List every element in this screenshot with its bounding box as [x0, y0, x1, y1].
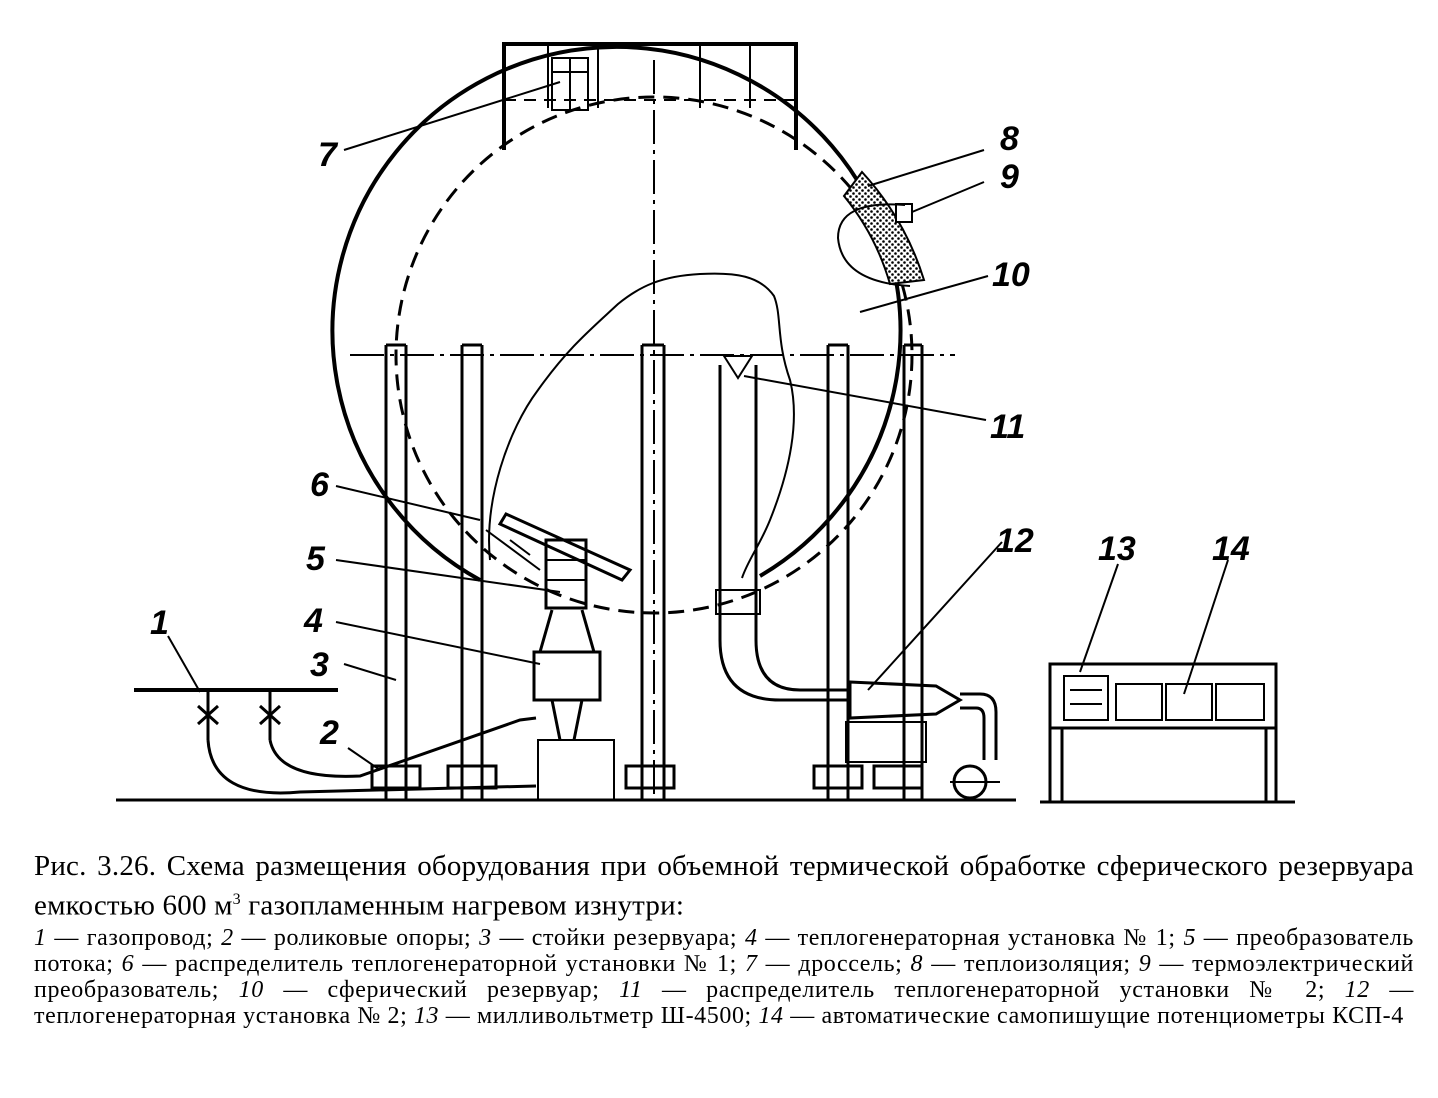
legend-number: 14 — [758, 1002, 784, 1029]
legend-number: 13 — [413, 1002, 440, 1029]
callout-14: 14 — [1212, 530, 1250, 568]
potentiometer-3 — [1215, 683, 1265, 721]
legend-text: — преобразователь потока; — [34, 924, 1414, 977]
callout-1: 1 — [150, 604, 169, 642]
instrument-cabinet — [1048, 662, 1278, 730]
caption-title: Рис. 3.26. Схема размещения оборудования… — [34, 850, 1414, 923]
callout-7: 7 — [318, 136, 339, 174]
callout-10: 10 — [992, 256, 1030, 294]
callout-3: 3 — [310, 646, 329, 684]
callout-6: 6 — [310, 466, 330, 504]
legend-number: 1 — [34, 924, 47, 951]
sphere-outer-shell — [330, 44, 903, 582]
potentiometer-1 — [1115, 683, 1163, 721]
legend-number: 7 — [744, 950, 758, 977]
legend-number: 10 — [238, 976, 264, 1003]
callout-12: 12 — [996, 522, 1034, 560]
legend-text: — распределитель теплогенераторной устан… — [642, 976, 1345, 1003]
millivoltmeter — [1063, 675, 1109, 721]
callout-11: 11 — [990, 408, 1025, 446]
legend-text: — милливольтметр Ш-4500; — [439, 1002, 759, 1029]
flow-converter — [544, 538, 588, 610]
thermocouple — [895, 203, 913, 223]
equipment-layout-diagram: 1 2 3 4 5 6 7 8 9 10 11 12 13 14 — [116, 42, 1295, 804]
heat-generator-2 — [848, 680, 963, 720]
distributor-2-pipe — [718, 365, 850, 702]
roller-supports — [370, 764, 924, 790]
legend-number: 8 — [910, 950, 924, 977]
callout-4: 4 — [303, 602, 323, 640]
legend-text: — стойки резервуара; — [491, 924, 745, 951]
caption-title-part1: Рис. 3.26. Схема размещения оборудования… — [34, 850, 1414, 922]
legend-text: — термоэлектрический преобразователь; — [34, 950, 1414, 1003]
callout-5: 5 — [306, 540, 326, 578]
legend-number: 6 — [121, 950, 135, 977]
heat-generator-1 — [532, 650, 602, 702]
legend-number: 3 — [479, 924, 492, 951]
callout-13: 13 — [1098, 530, 1136, 568]
legend-number: 9 — [1138, 950, 1152, 977]
legend-text: — сферический резервуар; — [263, 976, 620, 1003]
legend-number: 11 — [619, 976, 643, 1003]
leader-lines — [167, 81, 1229, 771]
caption-legend: 1 — газопровод; 2 — роликовые опоры; 3 —… — [34, 925, 1414, 1029]
legend-number: 4 — [744, 924, 758, 951]
figure-caption: Рис. 3.26. Схема размещения оборудования… — [34, 850, 1414, 1029]
legend-text: — роликовые опоры; — [233, 924, 480, 951]
legend-text: — газопровод; — [46, 924, 222, 951]
legend-number: 2 — [221, 924, 234, 951]
potentiometer-2 — [1165, 683, 1213, 721]
legend-number: 12 — [1344, 976, 1370, 1003]
top-housing — [502, 42, 798, 150]
legend-number: 5 — [1183, 924, 1197, 951]
legend-text: — теплоизоляция; — [923, 950, 1139, 977]
callout-9: 9 — [1000, 158, 1019, 196]
legend-text: — распределитель теплогенераторной устан… — [134, 950, 745, 977]
legend-text: — дроссель; — [757, 950, 911, 977]
distributor-1 — [497, 512, 633, 582]
cutaway-outline — [488, 272, 795, 579]
caption-title-part2: газопламенным нагревом изнутри: — [240, 889, 685, 922]
legend-text: — автоматические самопишущие потенциомет… — [783, 1002, 1404, 1029]
tank-columns — [384, 343, 924, 800]
legend-text: — теплогенераторная установка № 2; — [34, 976, 1414, 1029]
callout-8: 8 — [1000, 120, 1019, 158]
thermal-insulation — [842, 170, 926, 286]
callout-2: 2 — [319, 714, 339, 752]
legend-text: — теплогенераторная установка № 1; — [757, 924, 1184, 951]
caption-title-superscript: 3 — [232, 891, 241, 908]
